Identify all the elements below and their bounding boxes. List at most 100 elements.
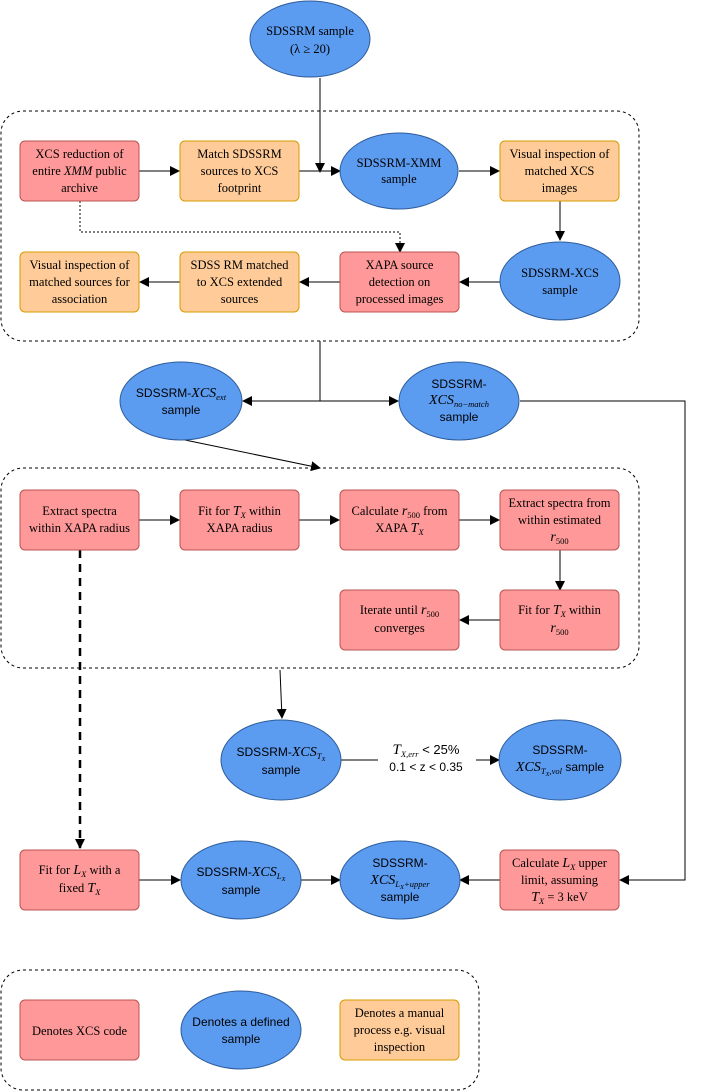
sample-ellipse	[249, 0, 371, 78]
sdssrm-xcs-line2: sample	[542, 283, 578, 297]
sample-ellipse	[180, 840, 302, 920]
legend-code-label: Denotes XCS code	[32, 1024, 128, 1038]
code-box	[499, 849, 620, 911]
code-box	[19, 489, 140, 551]
code-box	[339, 251, 460, 313]
cut-criteria-line1: TX,err < 25%	[393, 742, 460, 759]
visual-xcs-line3: images	[542, 181, 578, 195]
node-visual-inspection-assoc: Visual inspection of matched sources for…	[19, 251, 140, 313]
group-legend	[0, 969, 480, 1091]
node-xcs-txvol: SDSSRM- XCSTX,vol sample	[498, 719, 622, 801]
node-fit-tx-r500: Fit for TX within r500	[499, 589, 620, 651]
xcs-txvol-line1: SDSSRM-	[532, 743, 587, 757]
node-xcs-ext: SDSSRM-XCSext sample	[119, 361, 243, 441]
code-box	[339, 589, 460, 651]
xcs-ext-line1: SDSSRM-XCSext	[136, 386, 227, 402]
node-extract-r500: Extract spectra from within estimated r5…	[499, 489, 620, 551]
node-fit-tx-xapa: Fit for TX within XAPA radius	[179, 489, 300, 551]
fit-lx-line1: Fit for LX with a	[39, 863, 121, 879]
legend-manual-line3: inspection	[374, 1040, 426, 1054]
manual-box	[499, 140, 620, 202]
node-sdss-rm-matched: SDSS RM matched to XCS extended sources	[179, 251, 300, 313]
xcs-lx-line2: sample	[222, 883, 261, 897]
xcs-nomatch-line3: sample	[440, 410, 479, 424]
xcs-lx-line1: SDSSRM-XCSLX	[197, 865, 287, 883]
manual-box	[179, 140, 300, 202]
iterate-line2: converges	[374, 621, 425, 635]
sdss-rm-matched-line3: sources	[221, 292, 259, 306]
node-xapa-detection: XAPA source detection on processed image…	[339, 251, 460, 313]
xcs-tx-line2: sample	[262, 763, 301, 777]
xapa-detection-line1: XAPA source	[366, 258, 434, 272]
calc-lx-upper-line1: Calculate LX upper	[512, 856, 608, 872]
node-iterate: Iterate until r500 converges	[339, 589, 460, 651]
node-fit-lx: Fit for LX with a fixed TX	[19, 849, 140, 911]
node-sdssrm-xcs: SDSSRM-XCS sample	[499, 241, 621, 321]
legend-sample-line1: Denotes a defined	[192, 1015, 289, 1029]
legend-manual-line2: process e.g. visual	[354, 1023, 446, 1037]
connectors	[75, 78, 686, 885]
node-xcs-lx: SDSSRM-XCSLX sample	[180, 840, 302, 920]
sample-ellipse	[499, 241, 621, 321]
legend-sample: Denotes a defined sample	[180, 990, 302, 1070]
node-sdssrm-sample: SDSSRM sample (λ ≥ 20)	[249, 0, 371, 78]
code-box	[499, 489, 620, 551]
sdssrm-xcs-line1: SDSSRM-XCS	[521, 266, 599, 280]
xcs-reduction-line3: archive	[61, 181, 98, 195]
node-visual-inspection-xcs: Visual inspection of matched XCS images	[499, 140, 620, 202]
sample-ellipse	[398, 361, 520, 441]
manual-box	[19, 251, 140, 313]
fit-tx-xapa-line2: XAPA radius	[207, 521, 273, 535]
calc-r500-line1: Calculate r500 from	[352, 504, 448, 520]
code-box	[179, 489, 300, 551]
xcs-ext-line2: sample	[162, 403, 201, 417]
sdssrm-sample-label: SDSSRM sample	[266, 24, 354, 38]
xcs-lxupper-line1: SDSSRM-	[372, 856, 427, 870]
sdssrm-xmm-line1: SDSSRM-XMM	[357, 156, 442, 170]
sample-ellipse	[119, 361, 243, 441]
xcs-nomatch-line1: SDSSRM-	[431, 377, 486, 391]
sample-ellipse	[498, 719, 622, 801]
xcs-tx-line1: SDSSRM-XCSTX	[237, 745, 327, 763]
match-sources-line3: footprint	[218, 181, 262, 195]
legend-manual-line1: Denotes a manual	[355, 1006, 445, 1020]
legend-sample-line2: sample	[222, 1032, 261, 1046]
fit-tx-xapa-line1: Fit for TX within	[198, 504, 282, 520]
xapa-detection-line2: detection on	[369, 275, 431, 289]
xcs-reduction-line2: entire XMM public	[32, 164, 127, 178]
sdssrm-xmm-line2: sample	[381, 172, 417, 186]
xcs-reduction-line1: XCS reduction of	[35, 147, 124, 161]
node-sdssrm-xmm: SDSSRM-XMM sample	[339, 132, 459, 210]
code-box	[19, 849, 140, 911]
calc-r500-line2: XAPA TX	[375, 521, 424, 537]
cut-criteria-label: TX,err < 25% 0.1 < z < 0.35	[378, 738, 476, 774]
visual-xcs-line2: matched XCS	[525, 164, 595, 178]
sdssrm-sample-lambda: (λ ≥ 20)	[290, 42, 330, 56]
arrow-ext-to-group	[184, 439, 321, 472]
visual-xcs-line1: Visual inspection of	[510, 147, 611, 161]
visual-assoc-line3: association	[52, 292, 108, 306]
calc-lx-upper-line2: limit, assuming	[521, 873, 599, 887]
extract-r500-line1: Extract spectra from	[508, 496, 610, 510]
sample-ellipse	[339, 132, 459, 210]
node-xcs-tx: SDSSRM-XCSTX sample	[220, 719, 342, 801]
node-xcs-lxupper: SDSSRM- XCSLX+upper sample	[339, 840, 461, 920]
code-box	[499, 589, 620, 651]
fit-lx-line2: fixed TX	[59, 881, 102, 897]
arrow-group-to-xcs-tx	[276, 669, 287, 719]
xapa-detection-line3: processed images	[356, 292, 444, 306]
arrow-nomatch-to-calc-lx	[520, 400, 686, 885]
xcs-lxupper-line3: sample	[381, 890, 420, 904]
cut-label-bg	[378, 738, 476, 774]
sdss-rm-matched-line1: SDSS RM matched	[191, 258, 290, 272]
xcs-nomatch-line2: XCSno−match	[428, 393, 489, 409]
legend-manual: Denotes a manual process e.g. visual ins…	[339, 999, 460, 1061]
extract-r500-line2: within estimated	[518, 513, 602, 527]
code-box	[339, 489, 460, 551]
sdss-rm-matched-line2: to XCS extended	[197, 275, 283, 289]
node-calc-r500: Calculate r500 from XAPA TX	[339, 489, 460, 551]
arrow-reduction-to-xapa-dotted	[79, 201, 405, 253]
manual-box	[179, 251, 300, 313]
match-sources-line2: sources to XCS	[201, 164, 279, 178]
